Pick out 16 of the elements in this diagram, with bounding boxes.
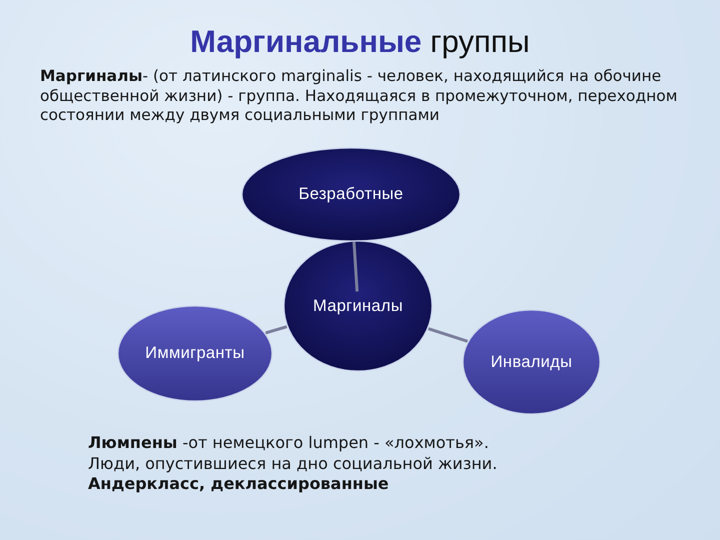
connector-line [265, 325, 288, 334]
text-paragraph: Андеркласс, деклассированные [88, 474, 390, 494]
connector-line [428, 327, 468, 343]
ellipse-node [241, 147, 461, 242]
text-paragraph: Маргиналы- (от латинского marginalis - человек, находящийся на обочине общественной жизни) - группа. Находящаяся в промежуточном, переходном состоянии между двумя социальными группами [40, 67, 678, 126]
node-label: Иммигранты [145, 344, 245, 363]
node-label: Инвалиды [490, 352, 572, 372]
node-label: Маргиналы [313, 296, 403, 316]
ellipse-node [117, 305, 273, 402]
circle-node [283, 240, 433, 372]
ellipse-node [462, 309, 601, 415]
slide-title: Маргинальные группы [189, 23, 531, 61]
text-paragraph: Люмпены -от немецкого lumpen - «лохмотья». [88, 433, 490, 454]
text-paragraph: Люди, опустившиеся на дно социальной жизни. [88, 454, 498, 474]
connector-line [352, 242, 359, 292]
node-label: Безработные [298, 185, 404, 204]
